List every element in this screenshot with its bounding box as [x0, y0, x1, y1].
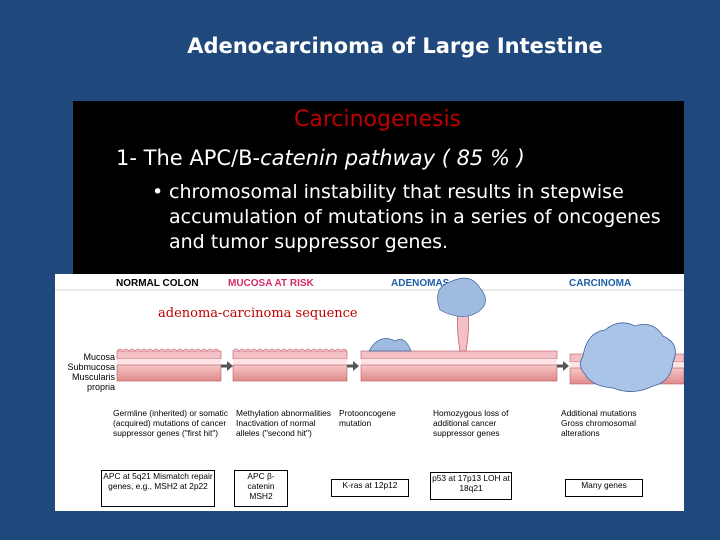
carcinoma-tissue — [569, 322, 684, 392]
content-panel — [73, 101, 684, 277]
sequence-label: adenoma-carcinoma sequence — [158, 306, 358, 321]
layer-submucosa: Submucosa — [67, 362, 115, 372]
stage-mucosa-at-risk: MUCOSA AT RISK — [228, 278, 314, 289]
slide-title: Adenocarcinoma of Large Intestine — [187, 34, 603, 58]
mucosa-at-risk-tissue — [232, 348, 348, 382]
event-homozygous-loss: Homozygous loss of additional cancer sup… — [433, 408, 509, 438]
adenoma-tissue — [360, 277, 558, 382]
layer-mucosa: Mucosa — [83, 352, 115, 362]
tissue-illustration — [55, 277, 684, 392]
gene-box-kras: K-ras at 12p12 — [331, 479, 409, 497]
normal-colon-tissue — [116, 348, 222, 382]
layer-propria: propria — [86, 382, 115, 392]
gene-box-catenin: APC β-catenin MSH2 — [234, 470, 288, 507]
stage-carcinoma: CARCINOMA — [569, 278, 632, 289]
event-second-hit: Methylation abnormalities Inactivation o… — [236, 408, 331, 438]
pathway-heading: 1- The APC/B-catenin pathway ( 85 % ) — [116, 146, 525, 170]
adenoma-carcinoma-figure: NORMAL COLON MUCOSA AT RISK ADENOMAS CAR… — [55, 274, 684, 511]
bullet-mark: • — [152, 181, 164, 203]
event-protooncogene: Protooncogene mutation — [339, 408, 396, 428]
gene-box-many: Many genes — [565, 479, 643, 497]
stage-adenomas: ADENOMAS — [391, 278, 450, 289]
pathway-prefix: 1- The APC/B- — [116, 146, 261, 170]
stage-normal-colon: NORMAL COLON — [116, 278, 199, 289]
gene-box-apc: APC at 5q21 Mismatch repair genes, e.g.,… — [101, 470, 215, 507]
event-first-hit: Germline (inherited) or somatic (acquire… — [113, 408, 228, 438]
carcinogenesis-heading: Carcinogenesis — [293, 107, 462, 132]
layer-muscularis: Muscularis — [71, 372, 115, 382]
event-additional-mutations: Additional mutations Gross chromosomal a… — [561, 408, 637, 438]
layer-labels: Mucosa Submucosa Muscularis propria — [55, 352, 115, 392]
bullet-text: chromosomal instability that results in … — [169, 181, 661, 253]
gene-box-p53: p53 at 17p13 LOH at 18q21 — [430, 472, 512, 500]
pathway-italic: catenin pathway ( 85 % ) — [260, 146, 525, 170]
